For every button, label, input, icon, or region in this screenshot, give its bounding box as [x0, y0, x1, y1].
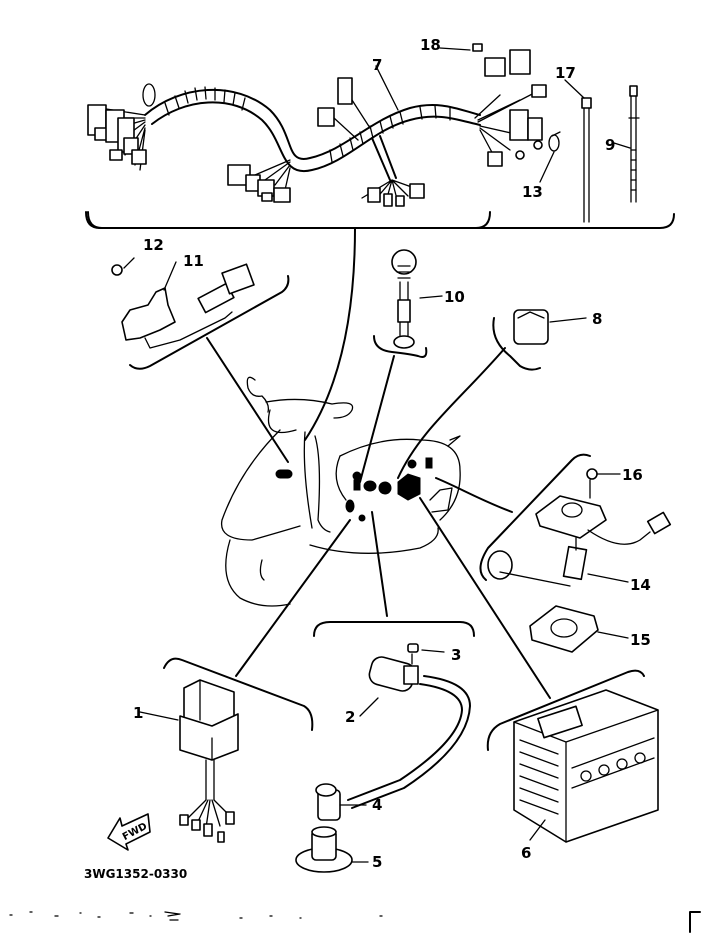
fuse-part-18	[472, 43, 483, 52]
callout-8: 8	[592, 310, 602, 328]
right-connector-bundle	[474, 49, 547, 167]
callout-5: 5	[372, 853, 382, 871]
location-marker-battery	[397, 473, 421, 501]
harness-loop	[142, 83, 156, 107]
callout-16: 16	[622, 466, 643, 484]
harness-tube-ribs	[164, 86, 451, 163]
forward-direction-arrow: FWD	[107, 813, 151, 851]
harness-pointer-line	[304, 227, 356, 441]
callout-11: 11	[183, 252, 204, 270]
scooter-outline	[220, 376, 461, 607]
drawing-code: 3WG1352-0330	[84, 867, 187, 881]
bolt-part-3	[407, 643, 419, 653]
callout-4: 4	[372, 796, 382, 814]
cable-tie-part-9	[628, 85, 640, 203]
clamp-part-13	[548, 134, 560, 152]
scan-artifacts	[9, 911, 383, 921]
callout-2: 2	[345, 708, 355, 726]
callout-17: 17	[555, 64, 576, 82]
connector	[337, 77, 353, 105]
callout-9: 9	[605, 136, 615, 154]
callout-15: 15	[630, 631, 651, 649]
connector-10-group	[359, 249, 443, 483]
callout-12: 12	[143, 236, 164, 254]
relay-8-pointer-line	[397, 347, 506, 479]
callout-6: 6	[521, 844, 531, 862]
callout-10: 10	[444, 288, 465, 306]
leader-lines-harness	[375, 47, 631, 183]
harness-bracket	[87, 211, 491, 229]
switch-assembly-group	[111, 257, 290, 463]
callout-1: 1	[133, 704, 143, 722]
callout-3: 3	[451, 646, 461, 664]
mid-connector-bundle	[227, 159, 291, 203]
harness-main-tube	[144, 88, 481, 161]
location-marker	[275, 469, 293, 479]
fuel-sender-group	[435, 453, 672, 653]
ignition-coil-group	[295, 511, 475, 873]
callout-13: 13	[522, 183, 543, 201]
relay-unit-1-group	[139, 519, 351, 843]
switch-pointer-line	[206, 337, 289, 463]
relay-unit-pointer-line	[235, 519, 351, 677]
wire-harness-group	[85, 43, 675, 441]
screw-part-12	[111, 264, 123, 276]
callout-18: 18	[420, 36, 441, 54]
callout-labels: 1 2 3 4 5 6 7 8 9 10 11 12 13 14 15 16 1…	[133, 36, 651, 871]
relay-8-group	[397, 309, 587, 479]
lower-branch	[361, 135, 425, 207]
ignition-coil-pointer-line	[371, 511, 388, 617]
connector	[317, 107, 335, 127]
fuel-sender-pointer-line	[435, 477, 513, 513]
callout-7: 7	[372, 56, 382, 74]
left-connector-bundle	[87, 104, 147, 171]
battery-group	[419, 497, 659, 843]
bolt-part-16	[586, 468, 598, 480]
connector-10-pointer-line	[359, 355, 395, 483]
callout-14: 14	[630, 576, 651, 594]
corner-crop-mark	[689, 911, 701, 933]
band-part-17	[581, 97, 592, 223]
battery-pointer-line	[419, 497, 551, 699]
